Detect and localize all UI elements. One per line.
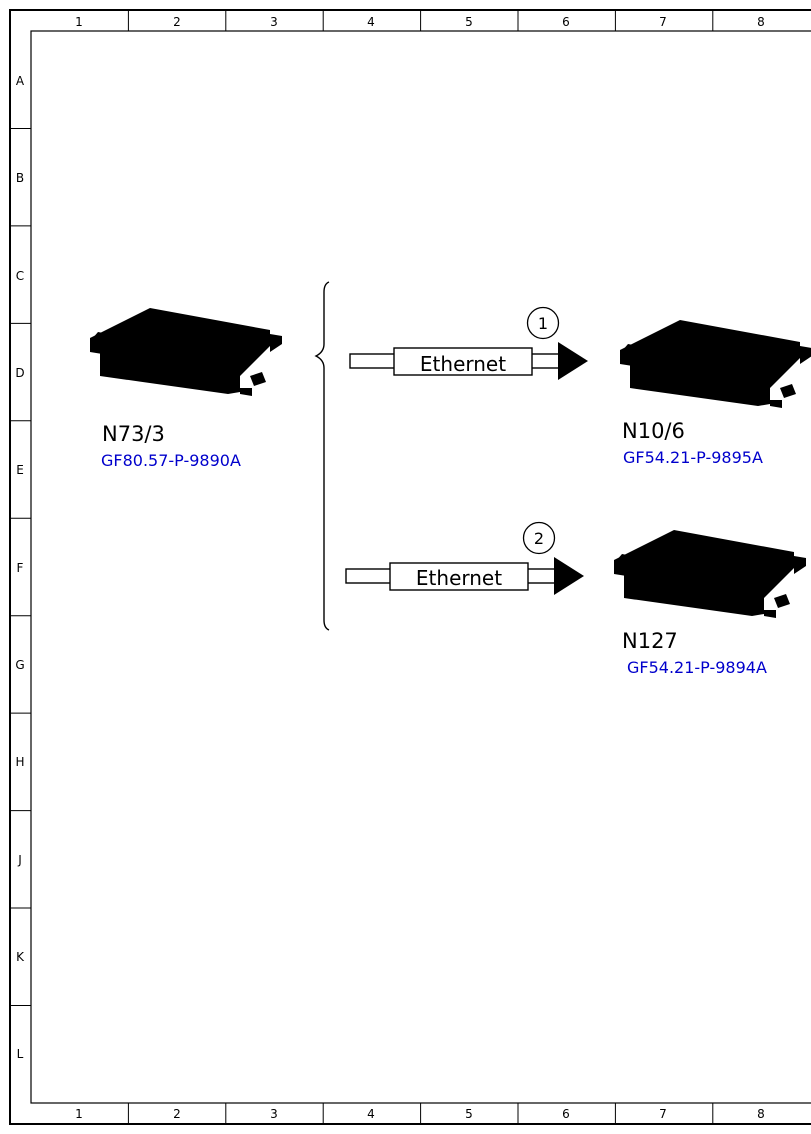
column-label: 8 — [757, 15, 765, 29]
position-number: 1 — [538, 314, 548, 333]
column-label: 5 — [465, 15, 473, 29]
row-label: C — [16, 269, 24, 283]
ethernet-label-box — [393, 347, 533, 376]
column-labels-top: 1 2 3 4 5 6 7 8 — [75, 15, 765, 29]
ethernet-label: Ethernet — [416, 566, 502, 590]
row-label: H — [15, 755, 24, 769]
arrow-head-icon — [558, 342, 588, 380]
column-label: 1 — [75, 15, 83, 29]
row-label: K — [16, 950, 25, 964]
position-number: 2 — [534, 529, 544, 548]
column-grid-ticks — [127, 10, 714, 1124]
control-unit-n127-icon — [614, 530, 806, 618]
column-label: 8 — [757, 1107, 765, 1121]
column-label: 1 — [75, 1107, 83, 1121]
row-labels: A B C D E F G H J K L — [15, 74, 25, 1061]
row-label: E — [16, 463, 24, 477]
sheet-frame — [9, 9, 811, 1125]
column-label: 7 — [659, 1107, 667, 1121]
row-label: B — [16, 171, 24, 185]
column-label: 2 — [173, 15, 181, 29]
position-number-circle — [526, 306, 560, 340]
row-label: G — [15, 658, 24, 672]
row-grid-ticks — [10, 127, 31, 1006]
row-label: D — [15, 366, 24, 380]
column-labels-bottom: 1 2 3 4 5 6 7 8 — [75, 1107, 765, 1121]
ethernet-connection-2: Ethernet 2 — [345, 521, 584, 595]
column-label: 6 — [562, 15, 570, 29]
column-label: 7 — [659, 15, 667, 29]
component-ref-target1[interactable]: GF54.21-P-9895A — [623, 448, 763, 467]
row-label: L — [17, 1047, 24, 1061]
component-name-source: N73/3 — [102, 422, 165, 446]
component-ref-source[interactable]: GF80.57-P-9890A — [101, 451, 241, 470]
column-label: 4 — [367, 15, 375, 29]
column-label: 3 — [270, 1107, 278, 1121]
column-label: 3 — [270, 15, 278, 29]
component-name-target2: N127 — [622, 629, 678, 653]
ethernet-label: Ethernet — [420, 352, 506, 376]
component-name-target1: N10/6 — [622, 419, 685, 443]
position-number-circle — [522, 521, 556, 555]
ethernet-label-box — [389, 562, 529, 591]
column-label: 6 — [562, 1107, 570, 1121]
arrow-head-icon — [554, 557, 584, 595]
row-label: F — [17, 561, 24, 575]
column-label: 4 — [367, 1107, 375, 1121]
row-label: A — [16, 74, 25, 88]
control-unit-n73-3-icon — [90, 308, 282, 396]
column-label: 5 — [465, 1107, 473, 1121]
component-ref-target2[interactable]: GF54.21-P-9894A — [627, 658, 767, 677]
column-label: 2 — [173, 1107, 181, 1121]
ethernet-connection-1: Ethernet 1 — [349, 306, 588, 380]
connection-brace — [314, 281, 330, 631]
row-label: J — [17, 853, 22, 867]
control-unit-n10-6-icon — [620, 320, 811, 408]
